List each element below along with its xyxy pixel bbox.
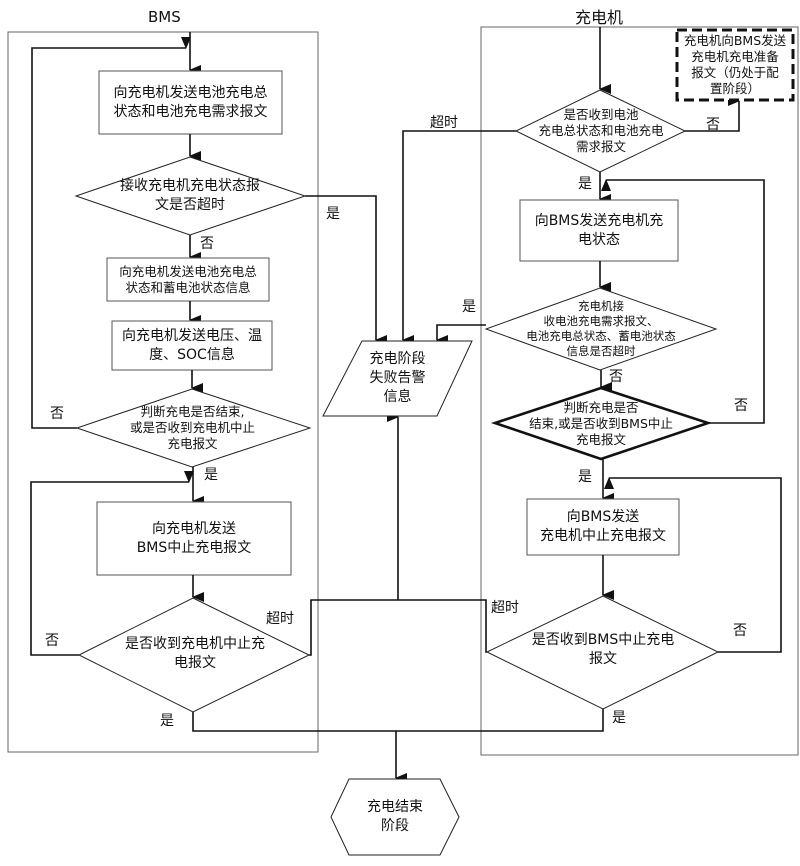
charger-box-send-stop-charging-text: 向BMS发送 充电机中止充电报文 — [540, 509, 666, 544]
charger-timeout-line — [398, 599, 487, 653]
charger-loop-no-2 — [604, 477, 782, 653]
charger-decision-receive-bms-stop-text: 是否收到BMS中止充电 报文 — [531, 632, 675, 667]
bms-decision-receive-charger-stop-text: 是否收到充电机中止充 电报文 — [125, 636, 265, 671]
charger-decision-receive-status-demand-text: 是否收到电池 充电总状态和电池充电 需求报文 — [538, 107, 664, 154]
bms-decision-charging-end-text: 判断充电是否结束, 或是否收到充电机中止 充电报文 — [129, 404, 255, 451]
edge-label-yes-charger-decision4: 是 — [612, 710, 626, 726]
bms-box-send-status-battery-text: 向充电机发送电池充电总 状态和蓄电池状态信息 — [119, 263, 257, 295]
edge-label-yes-bms-decision1: 是 — [326, 206, 340, 222]
edge-label-no-bms-decision1: 否 — [200, 236, 214, 252]
bms-lane-title: BMS — [148, 8, 181, 26]
bms-box-send-status-demand-text: 向充电机发送电池充电总 状态和电池充电需求报文 — [113, 84, 268, 120]
failure-alarm-text: 充电阶段 失败告警 信息 — [369, 351, 426, 405]
charger-timeout-to-failure — [402, 130, 516, 345]
bms-decision-charger-status-timeout-text: 接收充电机充电状态报 文是否超时 — [120, 178, 260, 213]
bms-box-send-status-demand — [98, 70, 283, 135]
charger-lane-title: 充电机 — [575, 8, 624, 27]
charger-decision-charging-end-text: 判断充电是否 结束,或是否收到BMS中止 充电报文 — [529, 400, 673, 447]
charger-box-send-charger-status — [519, 199, 679, 262]
edge-label-timeout-charger-decision1: 超时 — [430, 115, 458, 131]
bms-box-send-status-battery — [106, 257, 270, 302]
bms-box-send-voltage-temp-soc-text: 向充电机发送电压、温 度、SOC信息 — [122, 327, 262, 363]
bms-box-send-voltage-temp-soc — [111, 320, 273, 371]
edge-label-no-bms-decision3: 否 — [45, 633, 59, 649]
charger-lane — [480, 26, 799, 756]
charger-decision-receive-timeout-text: 充电机接 收电池充电需求报文、 电池充电总状态、蓄电池状态 信息是否超时 — [526, 299, 676, 358]
bms-loop-no-2 — [30, 471, 194, 656]
end-stage-node — [330, 778, 460, 856]
edge-label-no-charger-decision2: 否 — [609, 369, 623, 385]
edge-label-yes-charger-decision2: 是 — [462, 299, 476, 315]
charger-decision-receive-timeout — [484, 287, 718, 371]
charger-prep-dashed-box-text: 充电机向BMS发送 充电机充电准备 报文（仍处于配 置阶段） — [683, 33, 787, 96]
charger-yes-to-end — [396, 709, 604, 732]
charger-loop-no-1 — [601, 179, 765, 424]
charger-prep-dashed-box — [675, 28, 795, 102]
charger-box-send-stop-charging — [526, 498, 680, 556]
bms-yes-to-failure — [305, 195, 387, 345]
failure-alarm-node — [322, 340, 473, 417]
bms-box-send-stop-charging — [96, 501, 292, 576]
charger-yes-to-failure — [436, 324, 486, 345]
bms-lane — [7, 31, 319, 753]
charger-no-to-prep — [685, 96, 740, 132]
bms-timeout-line — [309, 599, 398, 656]
edge-label-timeout-charger-decision4: 超时 — [491, 600, 519, 616]
edge-label-timeout-bms-decision3: 超时 — [266, 611, 294, 627]
edge-label-no-charger-decision3: 否 — [734, 398, 748, 414]
bms-loop-no-1 — [31, 37, 191, 429]
bms-yes-to-end — [192, 712, 396, 732]
edge-label-yes-charger-decision1: 是 — [578, 176, 592, 192]
edge-label-yes-bms-decision3: 是 — [160, 713, 174, 729]
bms-box-send-stop-charging-text: 向充电机发送 BMS中止充电报文 — [136, 520, 252, 556]
edge-label-yes-bms-decision2: 是 — [204, 467, 218, 483]
edge-label-no-charger-decision1: 否 — [706, 117, 720, 133]
edge-label-yes-charger-decision3: 是 — [578, 469, 592, 485]
charger-decision-charging-end — [490, 386, 713, 461]
edge-label-no-bms-decision2: 否 — [50, 406, 64, 422]
end-stage-text: 充电结束 阶段 — [367, 799, 423, 834]
bms-decision-charging-end — [75, 388, 312, 468]
charger-box-send-charger-status-text: 向BMS发送充电机充 电状态 — [534, 212, 664, 248]
edge-label-no-charger-decision4: 否 — [733, 623, 747, 639]
